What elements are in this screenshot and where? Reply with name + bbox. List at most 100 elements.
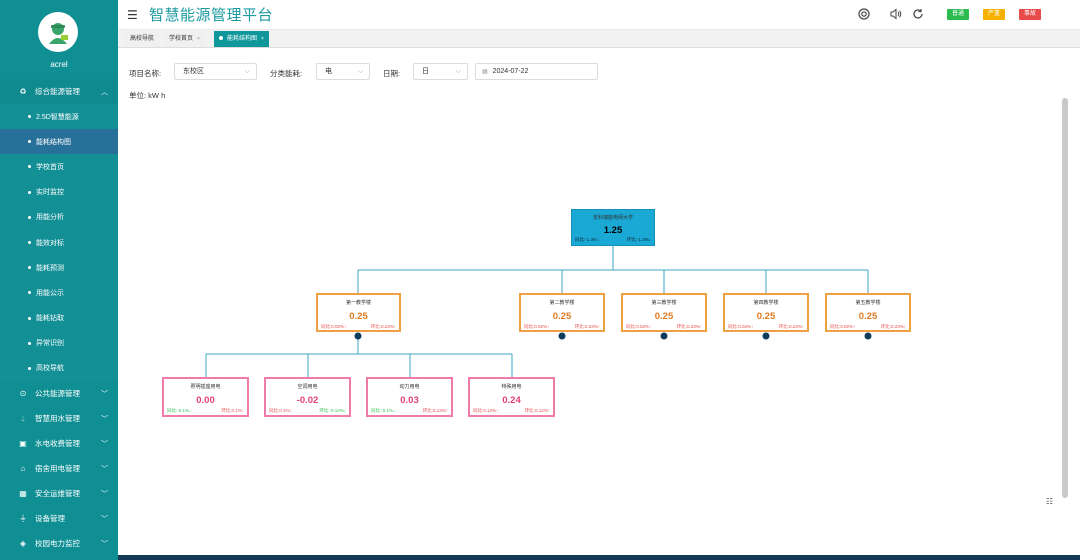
alarm-normal-badge[interactable]: 普通 — [947, 9, 970, 20]
tree-node-building-5[interactable]: 第五教学楼 0.25 同比:0.02%↑环比:0.23%↑ — [825, 293, 911, 332]
sidebar-item-energy-publicity[interactable]: 用能公示 — [0, 280, 118, 306]
node-mom: 环比:0.12%↑ — [524, 408, 550, 413]
chevron-down-icon: ﹀ — [101, 491, 108, 499]
bullet-icon — [28, 266, 31, 270]
bottom-bar — [118, 555, 1080, 560]
top-header: ☰ 智慧能源管理平台 普通 严重 事故 — [118, 0, 1080, 30]
tab-campus-nav[interactable]: 高校导航 — [125, 31, 160, 47]
username: acrel — [50, 60, 68, 69]
sidebar-item-realtime-monitor[interactable]: 实时监控 — [0, 179, 118, 205]
node-name: 第二教学楼 — [549, 300, 575, 306]
menu-group-smart-water[interactable]: 💧︎ 智慧用水管理 ﹀ — [0, 406, 118, 431]
menu-group-label: 设备管理 — [35, 514, 65, 524]
sidebar-item-anomaly-detection[interactable]: 异常识别 — [0, 330, 118, 356]
menu-group-label: 宿舍用电管理 — [35, 464, 80, 474]
menu-group-safety-ops[interactable]: ▦ 安全运维管理 ﹀ — [0, 481, 118, 506]
node-mom: 环比:0.23%↑ — [880, 324, 906, 329]
tree-node-root[interactable]: 安科瑞能电网大学 1.25 同比:-1.3%↓ 环比:-1.3%↓ — [571, 209, 655, 246]
energy-structure-tree: 安科瑞能电网大学 1.25 同比:-1.3%↓ 环比:-1.3%↓ 第一教学楼 … — [118, 48, 1070, 556]
tree-node-special[interactable]: 特殊用电 0.24 同比:0.12%↑环比:0.12%↑ — [468, 377, 555, 417]
menu-group-integrated-energy[interactable]: ♻ 综合能源管理 ︿ — [0, 79, 118, 104]
sidebar-item-label: 能耗钻取 — [36, 315, 64, 323]
tab-label: 学校首页 — [169, 36, 194, 42]
lifebuoy-icon[interactable] — [858, 8, 870, 23]
tree-connector-lines — [205, 236, 872, 378]
worker-logo-icon — [49, 23, 68, 44]
node-mom: 环比:0.1%↑ — [221, 408, 244, 413]
node-name: 照明插座用电 — [190, 384, 221, 390]
menu-group-device[interactable]: ⏚ 设备管理 ﹀ — [0, 506, 118, 531]
calendar-icon: ▦ — [482, 69, 488, 75]
bullet-icon — [28, 341, 31, 345]
node-yoy: 同比:0.02%↑ — [830, 324, 856, 329]
bullet-icon — [28, 190, 31, 194]
chevron-down-icon: ﹀ — [101, 391, 108, 399]
tab-bar: 高校导航 学校首页× 能耗结构图× — [118, 30, 1080, 48]
node-name: 空调用电 — [297, 384, 318, 390]
sidebar-item-campus-nav[interactable]: 高校导航 — [0, 355, 118, 382]
node-value: 0.25 — [552, 311, 572, 322]
date-label: 日期: — [383, 69, 401, 78]
sidebar-item-school-home[interactable]: 学校首页 — [0, 154, 118, 180]
chevron-up-icon: ︿ — [101, 89, 108, 96]
menu-group-public-energy[interactable]: ⊙ 公共能源管理 ﹀ — [0, 381, 118, 406]
node-value: 0.24 — [502, 395, 521, 406]
node-value: -0.02 — [296, 395, 319, 406]
tree-node-power[interactable]: 动力用电 0.03 同比:-0.1%↓环比:0.13%↑ — [366, 377, 453, 417]
chevron-down-icon: ﹀ — [101, 541, 108, 549]
menu-group-power-monitor[interactable]: ◈ 校园电力监控 ﹀ — [0, 531, 118, 556]
date-mode-select[interactable]: 日 ⌵ — [413, 63, 468, 80]
node-yoy: 同比:0.02%↑ — [524, 324, 550, 329]
category-select[interactable]: 电 ⌵ — [316, 63, 370, 80]
bullet-icon — [28, 291, 31, 295]
tree-node-building-1[interactable]: 第一教学楼 0.25 同比:0.02%↑环比:0.23%↑ — [316, 293, 401, 332]
sidebar-item-energy-structure[interactable]: 能耗结构图 — [0, 129, 118, 155]
project-select[interactable]: 东校区 ⌵ — [174, 63, 257, 80]
hamburger-menu-icon[interactable]: ☰ — [127, 8, 138, 22]
node-name: 第五教学楼 — [855, 300, 881, 306]
node-mom: 环比:-0.12%↓ — [319, 408, 346, 413]
tree-node-building-4[interactable]: 第四教学楼 0.25 同比:0.02%↑环比:0.23%↑ — [723, 293, 809, 332]
sidebar-item-energy-drilldown[interactable]: 能耗钻取 — [0, 305, 118, 331]
node-yoy: 同比:-0.1%↓ — [371, 408, 396, 413]
chevron-down-icon: ﹀ — [101, 466, 108, 474]
menu-group-billing[interactable]: ▣ 水电收费管理 ﹀ — [0, 431, 118, 456]
menu-group-label: 公共能源管理 — [35, 389, 80, 399]
tree-node-lighting-socket[interactable]: 照明插座用电 0.00 同比:-0.1%↓环比:0.1%↑ — [162, 377, 249, 417]
settings-sliders-icon[interactable]: ☷ — [1045, 497, 1053, 506]
chevron-down-icon: ﹀ — [101, 516, 108, 524]
sidebar-item-energy-forecast[interactable]: 能耗预测 — [0, 255, 118, 281]
alarm-accident-badge[interactable]: 事故 — [1019, 9, 1042, 20]
tab-school-home[interactable]: 学校首页× — [164, 31, 205, 47]
expand-node-icon — [762, 332, 770, 340]
vertical-scrollbar[interactable] — [1062, 98, 1068, 498]
app-title: 智慧能源管理平台 — [149, 7, 274, 24]
tree-node-building-3[interactable]: 第三教学楼 0.25 同比:0.02%↑环比:0.23%↑ — [621, 293, 707, 332]
expand-node-icon — [354, 332, 362, 340]
expand-node-icon — [660, 332, 668, 340]
close-icon[interactable]: × — [261, 36, 264, 42]
date-mode-value: 日 — [422, 68, 429, 75]
chevron-down-icon: ﹀ — [101, 416, 108, 424]
billing-icon: ▣ — [19, 439, 27, 449]
tree-node-air-conditioning[interactable]: 空调用电 -0.02 同比:0.1%↑环比:-0.12%↓ — [264, 377, 351, 417]
node-value: 0.03 — [400, 395, 419, 406]
home-icon: ⌂ — [20, 464, 26, 474]
tab-energy-structure[interactable]: 能耗结构图× — [214, 31, 269, 47]
sidebar-item-label: 异常识别 — [36, 340, 64, 348]
main-content: 项目名称: 东校区 ⌵ 分类能耗: 电 ⌵ 日期: 日 ⌵ ▦ 2024-07-… — [118, 48, 1070, 556]
node-name: 第一教学楼 — [345, 300, 371, 306]
node-mom: 环比:0.13%↑ — [422, 408, 448, 413]
sidebar-item-efficiency-benchmark[interactable]: 能效对标 — [0, 229, 118, 256]
close-icon[interactable]: × — [197, 36, 200, 42]
alarm-severe-badge[interactable]: 严重 — [983, 9, 1006, 20]
date-picker[interactable]: ▦ 2024-07-22 — [475, 63, 598, 80]
volume-icon[interactable] — [890, 8, 902, 23]
menu-group-dorm-power[interactable]: ⌂ 宿舍用电管理 ﹀ — [0, 456, 118, 481]
tree-node-building-2[interactable]: 第二教学楼 0.25 同比:0.02%↑环比:0.23%↑ — [519, 293, 605, 332]
refresh-icon[interactable] — [912, 8, 924, 23]
active-dot-icon — [219, 36, 223, 41]
sidebar-item-energy-analysis[interactable]: 用能分析 — [0, 204, 118, 230]
sidebar-item-2-5d[interactable]: 2.5D智慧能源 — [0, 104, 118, 130]
